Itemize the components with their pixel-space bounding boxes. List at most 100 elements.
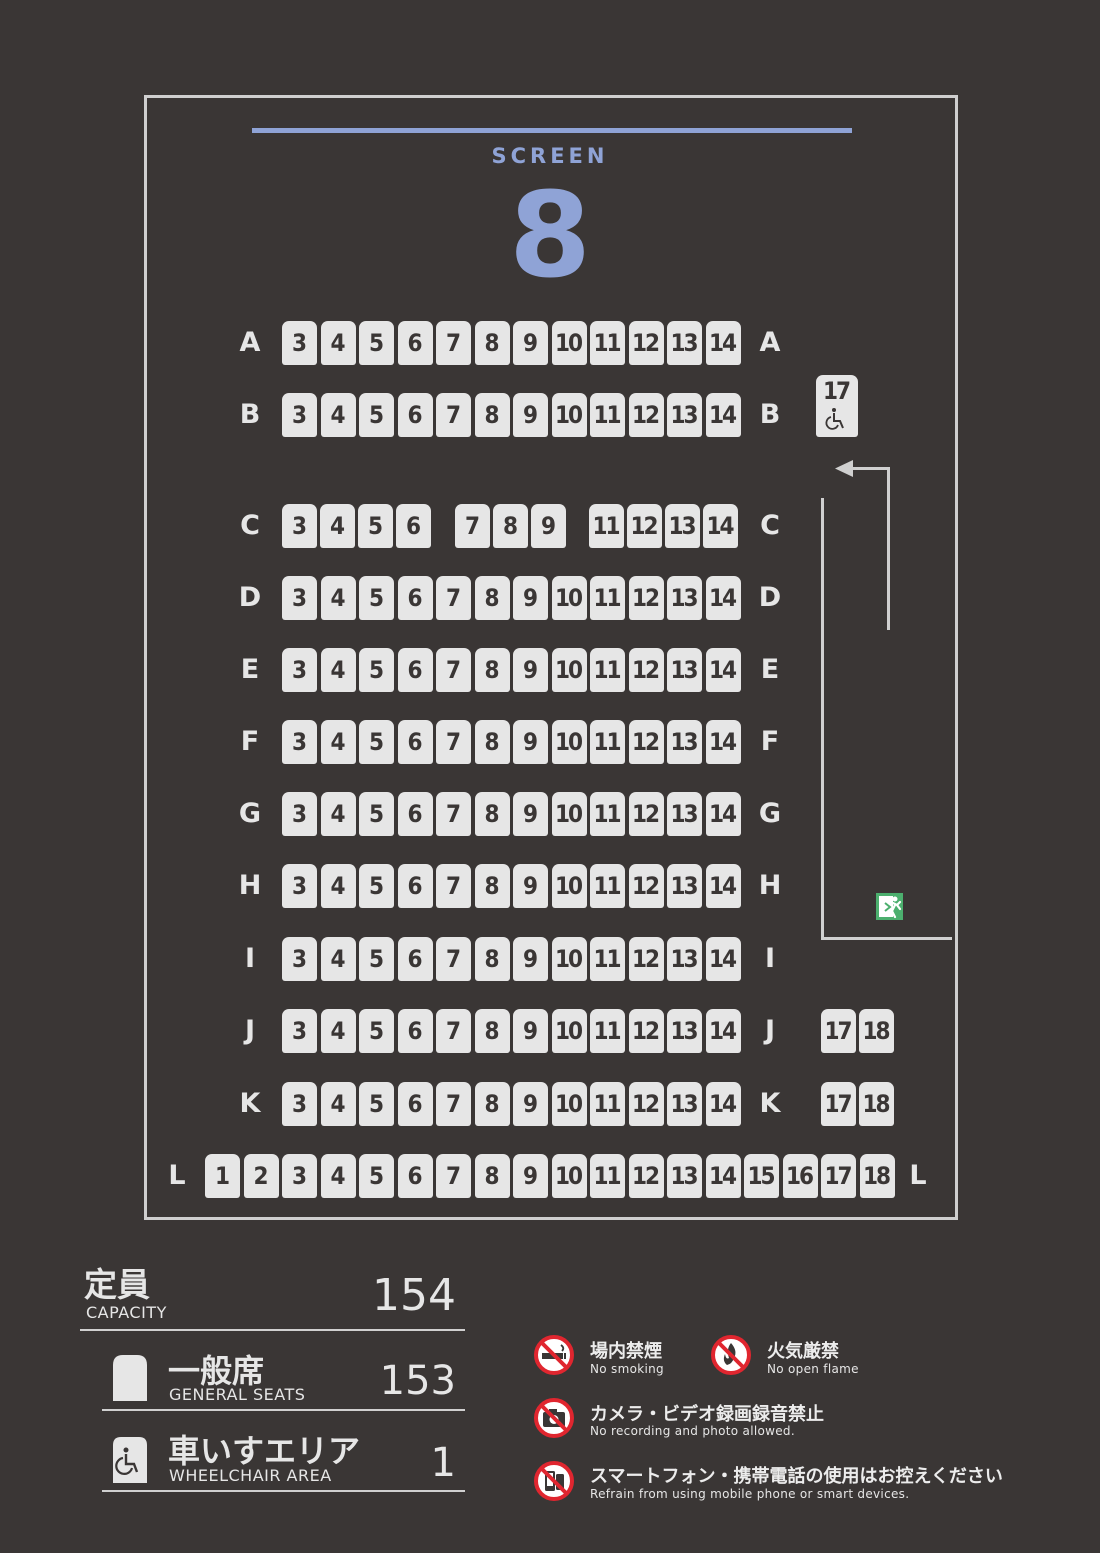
seat-E12[interactable]: 12 (628, 648, 664, 692)
seat-I5[interactable]: 5 (359, 937, 394, 981)
seat-G12[interactable]: 12 (628, 792, 664, 836)
seat-H12[interactable]: 12 (628, 864, 664, 908)
seat-K13[interactable]: 13 (667, 1082, 702, 1126)
seat-K7[interactable]: 7 (436, 1082, 471, 1126)
seat-B9[interactable]: 9 (513, 393, 548, 437)
seat-L12[interactable]: 12 (628, 1154, 664, 1198)
seat-G3[interactable]: 3 (282, 792, 317, 836)
seat-I13[interactable]: 13 (667, 937, 702, 981)
seat-L10[interactable]: 10 (551, 1154, 587, 1198)
seat-F3[interactable]: 3 (282, 720, 317, 764)
seat-I14[interactable]: 14 (705, 937, 741, 981)
seat-H6[interactable]: 6 (397, 864, 433, 908)
seat-J10[interactable]: 10 (551, 1009, 587, 1053)
seat-H3[interactable]: 3 (282, 864, 317, 908)
seat-E11[interactable]: 11 (590, 648, 625, 692)
seat-D12[interactable]: 12 (628, 576, 664, 620)
seat-J11[interactable]: 11 (590, 1009, 625, 1053)
seat-K6[interactable]: 6 (397, 1082, 433, 1126)
seat-L4[interactable]: 4 (320, 1154, 356, 1198)
seat-E9[interactable]: 9 (513, 648, 548, 692)
seat-B13[interactable]: 13 (667, 393, 702, 437)
seat-F11[interactable]: 11 (590, 720, 625, 764)
seat-L6[interactable]: 6 (397, 1154, 433, 1198)
seat-I6[interactable]: 6 (397, 937, 433, 981)
seat-B11[interactable]: 11 (590, 393, 625, 437)
seat-F5[interactable]: 5 (359, 720, 394, 764)
seat-G4[interactable]: 4 (320, 792, 356, 836)
seat-K8[interactable]: 8 (474, 1082, 510, 1126)
seat-F4[interactable]: 4 (320, 720, 356, 764)
seat-E5[interactable]: 5 (359, 648, 394, 692)
seat-E6[interactable]: 6 (397, 648, 433, 692)
seat-D10[interactable]: 10 (551, 576, 587, 620)
seat-H5[interactable]: 5 (359, 864, 394, 908)
seat-G13[interactable]: 13 (667, 792, 702, 836)
seat-A9[interactable]: 9 (513, 321, 548, 365)
seat-J14[interactable]: 14 (705, 1009, 741, 1053)
seat-F10[interactable]: 10 (551, 720, 587, 764)
seat-F12[interactable]: 12 (628, 720, 664, 764)
seat-K3[interactable]: 3 (282, 1082, 317, 1126)
seat-J3[interactable]: 3 (282, 1009, 317, 1053)
seat-K10[interactable]: 10 (551, 1082, 587, 1126)
seat-G10[interactable]: 10 (551, 792, 587, 836)
seat-J9[interactable]: 9 (513, 1009, 548, 1053)
seat-D4[interactable]: 4 (320, 576, 356, 620)
seat-K18[interactable]: 18 (859, 1082, 894, 1126)
seat-J17[interactable]: 17 (821, 1009, 856, 1053)
seat-C11[interactable]: 11 (589, 504, 624, 548)
seat-C12[interactable]: 12 (627, 504, 662, 548)
seat-J6[interactable]: 6 (397, 1009, 433, 1053)
seat-C4[interactable]: 4 (320, 504, 355, 548)
seat-C6[interactable]: 6 (396, 504, 431, 548)
seat-B12[interactable]: 12 (628, 393, 664, 437)
seat-L16[interactable]: 16 (782, 1154, 818, 1198)
seat-F7[interactable]: 7 (436, 720, 471, 764)
seat-B10[interactable]: 10 (551, 393, 587, 437)
seat-E3[interactable]: 3 (282, 648, 317, 692)
seat-D5[interactable]: 5 (359, 576, 394, 620)
seat-B7[interactable]: 7 (436, 393, 471, 437)
seat-H9[interactable]: 9 (513, 864, 548, 908)
seat-A14[interactable]: 14 (705, 321, 741, 365)
seat-L2[interactable]: 2 (243, 1154, 279, 1198)
seat-I3[interactable]: 3 (282, 937, 317, 981)
seat-L18[interactable]: 18 (859, 1154, 895, 1198)
seat-A13[interactable]: 13 (667, 321, 702, 365)
seat-B5[interactable]: 5 (359, 393, 394, 437)
seat-I12[interactable]: 12 (628, 937, 664, 981)
seat-H11[interactable]: 11 (590, 864, 625, 908)
seat-L9[interactable]: 9 (513, 1154, 548, 1198)
seat-B6[interactable]: 6 (397, 393, 433, 437)
seat-D8[interactable]: 8 (474, 576, 510, 620)
seat-I11[interactable]: 11 (590, 937, 625, 981)
seat-L11[interactable]: 11 (590, 1154, 625, 1198)
seat-C3[interactable]: 3 (282, 504, 317, 548)
seat-G5[interactable]: 5 (359, 792, 394, 836)
seat-A5[interactable]: 5 (359, 321, 394, 365)
seat-H13[interactable]: 13 (667, 864, 702, 908)
seat-D9[interactable]: 9 (513, 576, 548, 620)
seat-H8[interactable]: 8 (474, 864, 510, 908)
seat-G14[interactable]: 14 (705, 792, 741, 836)
seat-L13[interactable]: 13 (667, 1154, 702, 1198)
seat-E10[interactable]: 10 (551, 648, 587, 692)
seat-E14[interactable]: 14 (705, 648, 741, 692)
seat-A7[interactable]: 7 (436, 321, 471, 365)
seat-J5[interactable]: 5 (359, 1009, 394, 1053)
seat-K14[interactable]: 14 (705, 1082, 741, 1126)
seat-J7[interactable]: 7 (436, 1009, 471, 1053)
seat-I4[interactable]: 4 (320, 937, 356, 981)
seat-J4[interactable]: 4 (320, 1009, 356, 1053)
seat-H14[interactable]: 14 (705, 864, 741, 908)
seat-D14[interactable]: 14 (705, 576, 741, 620)
seat-D13[interactable]: 13 (667, 576, 702, 620)
seat-G11[interactable]: 11 (590, 792, 625, 836)
seat-A10[interactable]: 10 (551, 321, 587, 365)
seat-L7[interactable]: 7 (436, 1154, 471, 1198)
seat-J8[interactable]: 8 (474, 1009, 510, 1053)
seat-L15[interactable]: 15 (744, 1154, 779, 1198)
seat-K12[interactable]: 12 (628, 1082, 664, 1126)
seat-A11[interactable]: 11 (590, 321, 625, 365)
